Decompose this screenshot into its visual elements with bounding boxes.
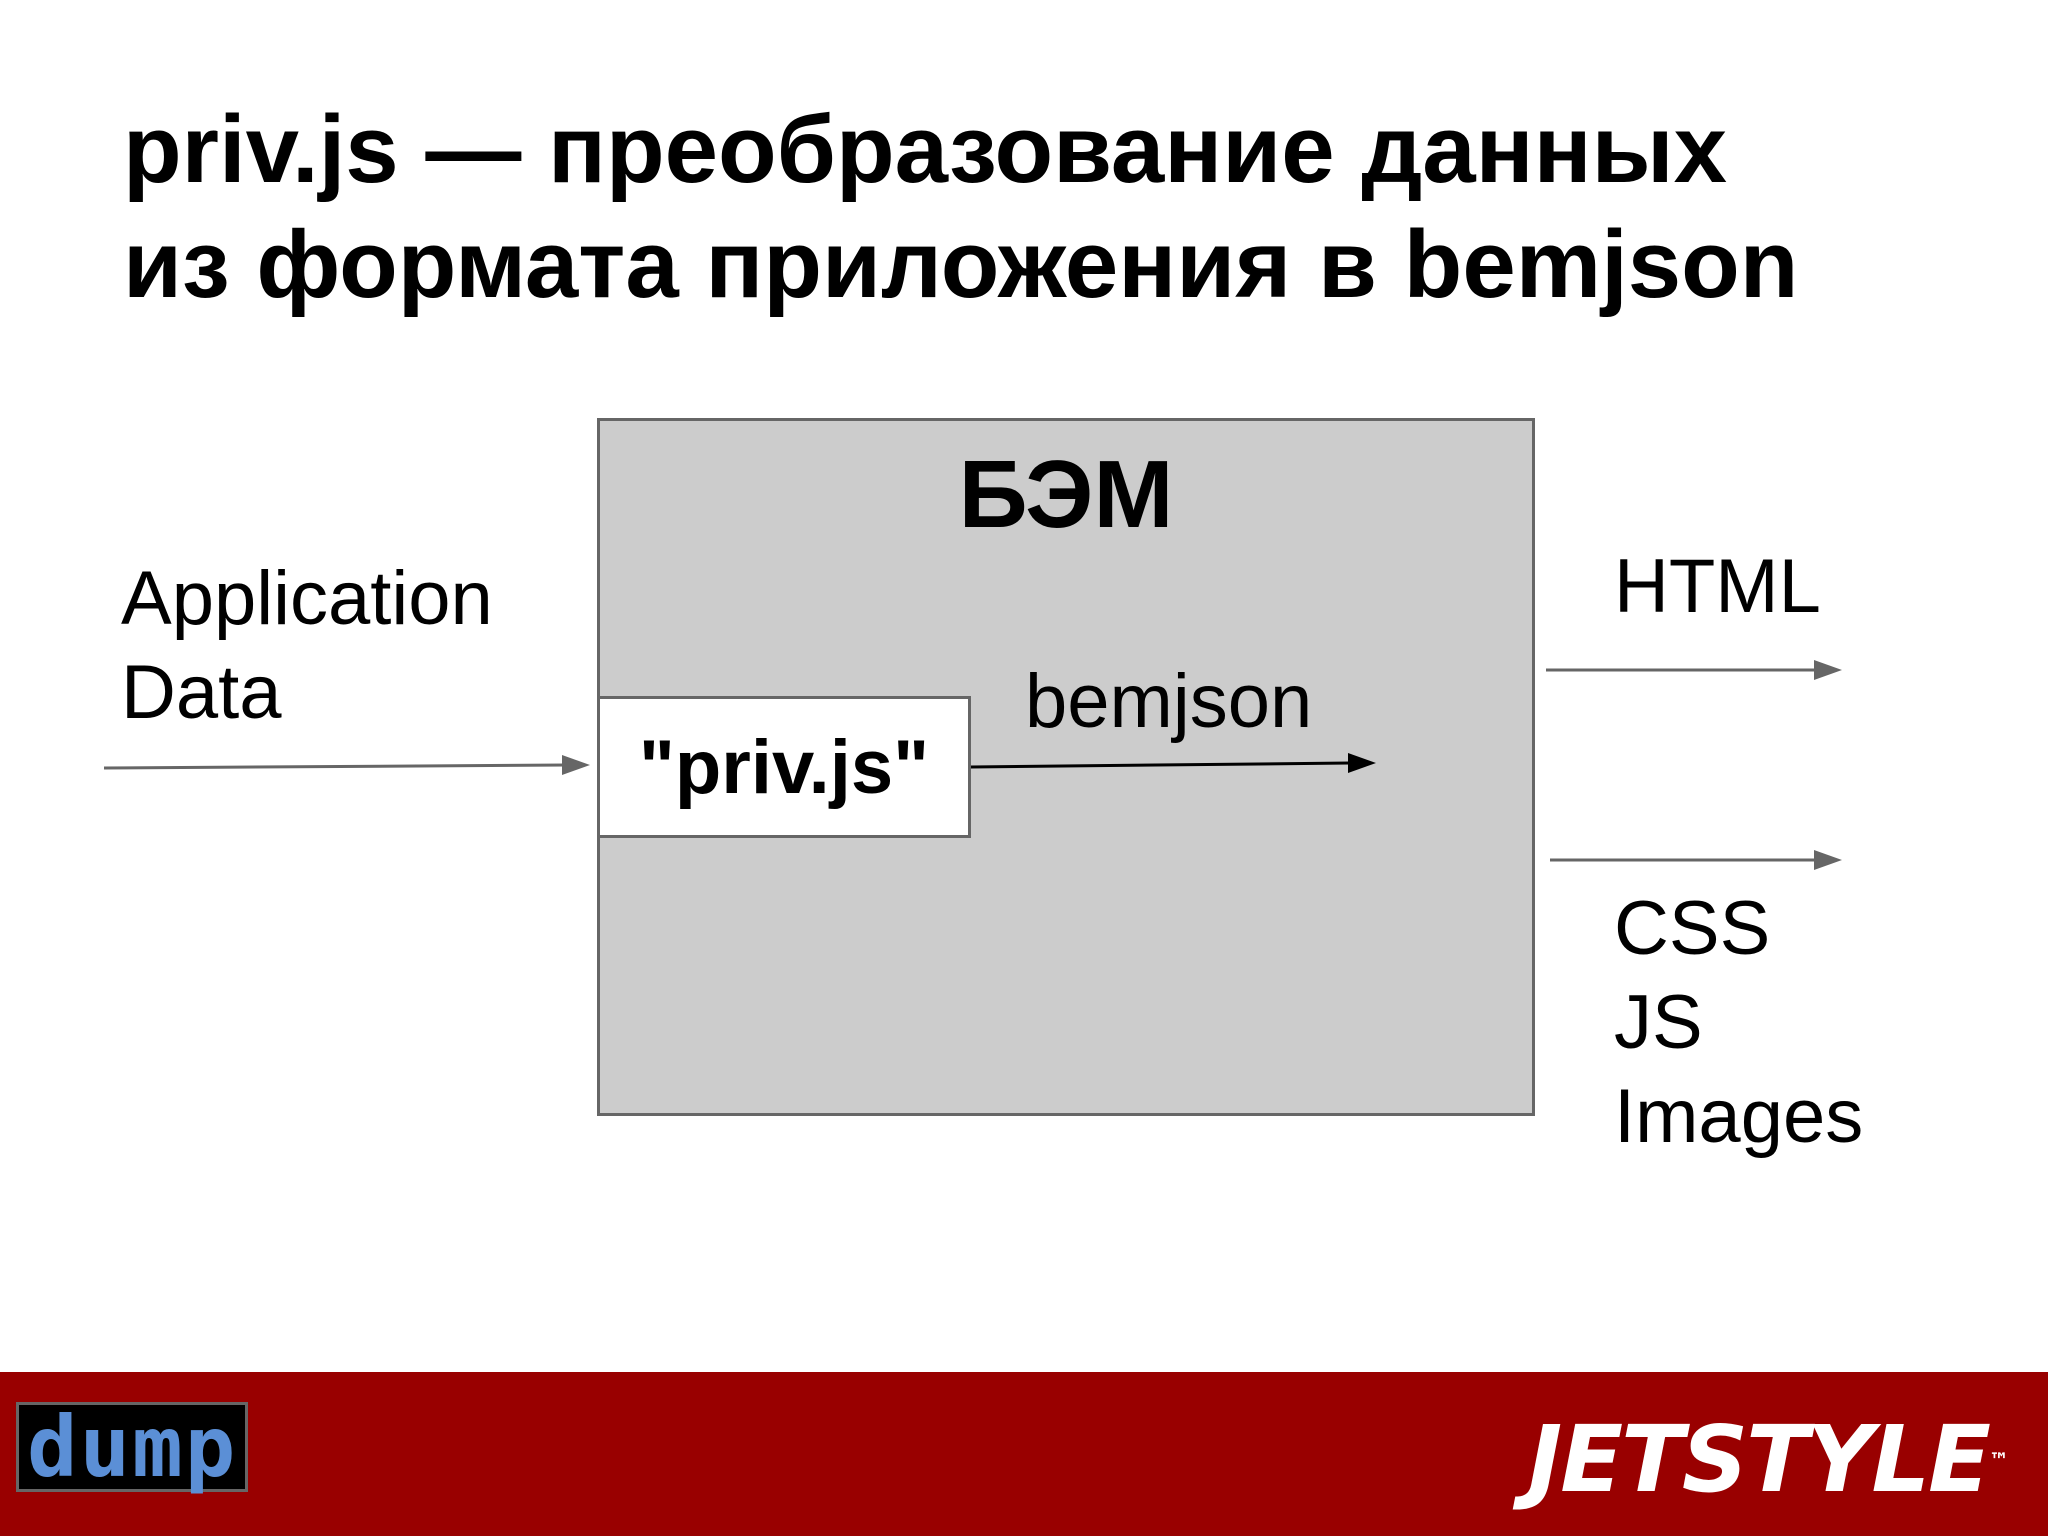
- footer-bar: [0, 1372, 2048, 1536]
- output-css-label: CSS: [1614, 886, 1771, 971]
- html-output-arrow: [1546, 660, 1842, 680]
- bemjson-label: bemjson: [1025, 659, 1313, 744]
- privjs-box: "priv.js": [597, 696, 971, 838]
- input-label-line2: Data: [121, 650, 282, 735]
- bem-container-label: БЭМ: [958, 441, 1174, 548]
- output-images-label: Images: [1614, 1074, 1864, 1159]
- jetstyle-logo-text: JETSTYLE: [1528, 1406, 1991, 1513]
- slide-title: priv.js — преобразование данных из форма…: [123, 92, 2003, 322]
- bemjson-arrow: [970, 753, 1376, 773]
- slide-title-line2: из формата приложения в bemjson: [123, 211, 1799, 318]
- output-assets-label: CSS JS Images: [1614, 882, 1863, 1164]
- dump-logo: dump: [16, 1398, 249, 1496]
- assets-output-arrow: [1550, 850, 1842, 870]
- slide-title-line1: priv.js — преобразование данных: [123, 96, 1728, 203]
- privjs-label: "priv.js": [638, 724, 930, 810]
- jetstyle-trademark: ™: [1988, 1448, 2009, 1472]
- jetstyle-logo: JETSTYLE™: [1528, 1410, 2009, 1510]
- dump-logo-text: dump: [27, 1398, 238, 1496]
- input-label: Application Data: [121, 552, 493, 740]
- output-html-label: HTML: [1614, 544, 1821, 629]
- output-js-label: JS: [1614, 980, 1703, 1065]
- input-label-line1: Application: [121, 556, 493, 641]
- input-arrow: [103, 755, 590, 775]
